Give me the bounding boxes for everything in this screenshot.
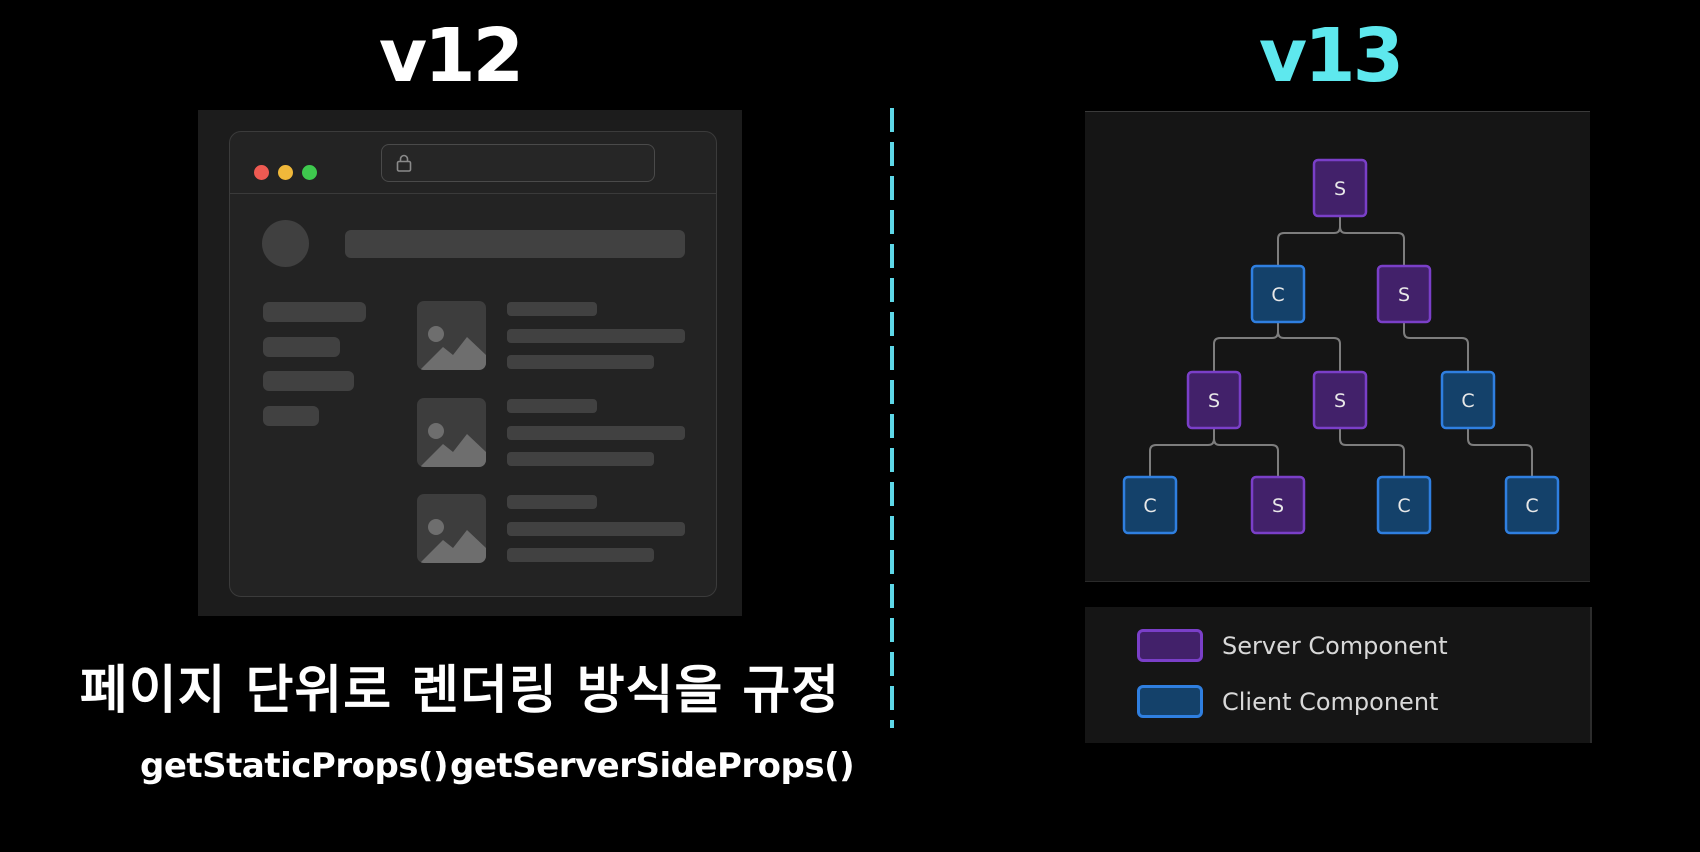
client-component-node-letter: C (1143, 495, 1156, 517)
server-component-node-letter: S (1334, 390, 1346, 412)
sidebar-line-placeholder (263, 371, 354, 391)
sidebar-line-placeholder (263, 337, 340, 357)
browser-window (229, 131, 717, 597)
avatar-placeholder (262, 220, 309, 267)
tree-edge (1213, 322, 1279, 372)
v13-heading: v13 (1258, 13, 1404, 99)
minimize-dot-icon (278, 165, 293, 180)
browser-mockup-panel (198, 110, 742, 616)
tree-edge (1467, 428, 1533, 477)
tree-edge (1339, 428, 1405, 477)
server-component-label: Server Component (1222, 632, 1448, 660)
server-component-node (1250, 475, 1306, 535)
text-line-placeholder (507, 399, 597, 413)
text-line-placeholder (507, 522, 685, 536)
server-component-node-letter: S (1272, 495, 1284, 517)
browser-titlebar (230, 132, 716, 194)
client-component-node-letter: C (1397, 495, 1410, 517)
get-server-side-props-label: getServerSideProps() (450, 746, 855, 786)
legend: Server Component Client Component (1085, 607, 1592, 743)
page-rendering-caption: 페이지 단위로 렌더링 방식을 규정 (79, 661, 841, 721)
text-line-placeholder (507, 452, 654, 466)
get-static-props-label: getStaticProps() (140, 746, 449, 786)
tree-edge (1213, 428, 1279, 477)
server-component-node-letter: S (1334, 178, 1346, 200)
client-component-node (1440, 370, 1496, 430)
server-component-node (1376, 264, 1432, 324)
text-line-placeholder (507, 329, 685, 343)
server-component-node-letter: S (1208, 390, 1220, 412)
address-bar (381, 144, 655, 182)
text-line-placeholder (507, 302, 597, 316)
header-line-placeholder (345, 230, 685, 258)
close-dot-icon (254, 165, 269, 180)
tree-edge (1339, 216, 1405, 266)
tree-edge (1149, 428, 1215, 477)
dashed-divider (890, 108, 894, 728)
client-component-node-letter: C (1525, 495, 1538, 517)
sidebar-line-placeholder (263, 302, 366, 322)
client-component-node (1376, 475, 1432, 535)
text-line-placeholder (507, 495, 597, 509)
component-tree-panel: S C S S S C C S C C (1085, 111, 1590, 582)
server-component-node-letter: S (1398, 284, 1410, 306)
server-component-node (1312, 158, 1368, 218)
client-component-node (1122, 475, 1178, 535)
text-line-placeholder (507, 355, 654, 369)
client-component-node-letter: C (1271, 284, 1284, 306)
v12-heading: v12 (378, 13, 524, 99)
client-component-swatch (1137, 685, 1203, 718)
component-tree: S C S S S C C S C C (1122, 158, 1560, 535)
server-component-node (1312, 370, 1368, 430)
client-component-node (1250, 264, 1306, 324)
client-component-node (1504, 475, 1560, 535)
text-line-placeholder (507, 426, 685, 440)
sidebar-line-placeholder (263, 406, 319, 426)
tree-edge (1403, 322, 1469, 372)
maximize-dot-icon (302, 165, 317, 180)
lock-icon (396, 154, 412, 172)
tree-edge (1277, 322, 1341, 372)
image-placeholder-icon (417, 301, 486, 370)
text-line-placeholder (507, 548, 654, 562)
image-placeholder-icon (417, 398, 486, 467)
tree-edge (1277, 216, 1341, 266)
image-placeholder-icon (417, 494, 486, 563)
client-component-label: Client Component (1222, 688, 1439, 716)
server-component-swatch (1137, 629, 1203, 662)
server-component-node (1186, 370, 1242, 430)
client-component-node-letter: C (1461, 390, 1474, 412)
